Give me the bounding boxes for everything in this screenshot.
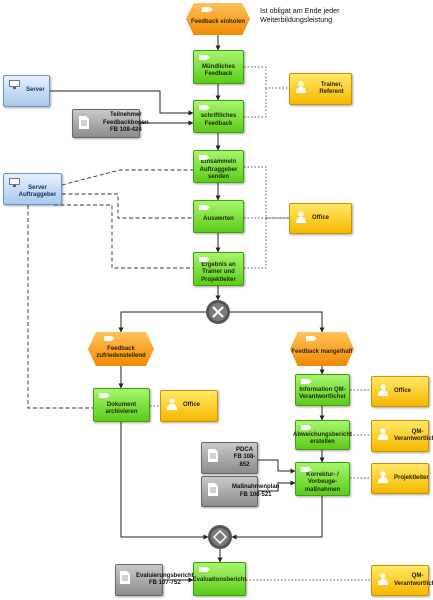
function-label: Evaluationsbericht: [192, 577, 247, 584]
flow-xor-to-poor: [230, 311, 325, 333]
person-icon: [378, 428, 388, 440]
document-icon: [208, 483, 218, 496]
event-label: Feedback zufriedenstellend: [96, 345, 146, 360]
function-label: Einsammeln Auftraggeber senden: [199, 159, 238, 181]
role-label: Office: [312, 214, 330, 221]
role-qm-verantwortlicher-1[interactable]: QM-Verantwortlicher: [371, 420, 433, 452]
monitor-icon: [9, 178, 20, 187]
function-icon: [199, 256, 210, 263]
function-einsammeln[interactable]: Einsammeln Auftraggeber senden: [193, 150, 244, 183]
function-icon: [301, 466, 312, 473]
function-icon: [199, 104, 210, 111]
function-label: Information QM-Verantwortlicher: [298, 386, 346, 401]
document-label: Maßnahmenplan FB 108-521: [232, 484, 280, 498]
xor-split-connector: [206, 300, 230, 324]
document-label: Evaluierungsbericht FB 107-752: [136, 572, 194, 587]
event-label: Feedback mangelhaft: [291, 349, 353, 356]
link-serverclient-result: [54, 204, 193, 269]
function-schriftliches-feedback[interactable]: schriftliches Feedback: [193, 100, 244, 133]
event-feedback-mangelhaft[interactable]: Feedback mangelhaft: [290, 332, 354, 366]
document-icon: [208, 449, 218, 462]
role-trainer-referent[interactable]: Trainer, Referent: [289, 73, 352, 105]
function-muendliches-feedback[interactable]: Mündliches Feedback: [193, 50, 244, 84]
document-evaluierungsbericht[interactable]: Evaluierungsbericht FB 107-752: [115, 564, 194, 596]
annotation-note: Ist obligat am Ende jeder Weiterbildungs…: [260, 6, 340, 25]
event-feedback-zufriedenstellend[interactable]: Feedback zufriedenstellend: [88, 332, 154, 366]
document-icon: [79, 116, 89, 129]
flow-xor-to-satisfied: [118, 311, 206, 333]
role-qm-verantwortlicher-2[interactable]: QM-Verantwortlicher: [371, 565, 433, 596]
role-office-3[interactable]: Office: [371, 376, 429, 407]
function-icon: [199, 204, 210, 211]
function-icon: [199, 154, 210, 161]
person-icon: [378, 384, 388, 396]
function-label: Abweichungsbericht erstellen: [293, 431, 353, 446]
system-label: Server: [26, 87, 45, 94]
document-teilnehmer-feedbackbogen[interactable]: Teilnehmer Feedbackbogen FB 108-424: [72, 109, 149, 138]
role-label: Projektleiter: [394, 474, 429, 481]
role-projektleiter[interactable]: Projektleiter: [371, 463, 429, 494]
event-icon: [104, 335, 115, 342]
event-label: Feedback einholen: [190, 19, 245, 26]
function-information-qm[interactable]: Information QM-Verantwortlicher: [295, 374, 350, 406]
function-label: Mündliches Feedback: [201, 63, 235, 78]
function-icon: [99, 392, 110, 399]
function-abweichungsbericht[interactable]: Abweichungsbericht erstellen: [293, 420, 353, 450]
document-label: PDCA FB 108-852: [233, 446, 256, 468]
function-evaluationsbericht[interactable]: Evaluationsbericht: [193, 562, 246, 596]
document-icon: [120, 571, 130, 584]
role-label: Office: [394, 387, 412, 394]
system-server[interactable]: Server: [3, 75, 50, 107]
role-label: QM-Verantwortlicher: [394, 573, 433, 587]
document-label: Teilnehmer Feedbackbogen FB 108-424: [103, 112, 149, 134]
flow-corrective-to-join: [231, 496, 323, 540]
document-pdca[interactable]: PDCA FB 108-852: [201, 442, 258, 474]
function-label: schriftliches Feedback: [200, 113, 237, 127]
system-server-auftraggeber[interactable]: Server Auftraggeber: [3, 173, 62, 205]
function-dokument-archivieren[interactable]: Dokument archivieren: [93, 388, 150, 422]
annotation-line-2: Weiterbildungsleistung: [260, 15, 333, 25]
role-link-oral: [244, 66, 289, 89]
flow-measures-to-corrective: [258, 480, 296, 492]
or-join-connector: [208, 525, 232, 549]
role-link-result: [244, 218, 267, 269]
role-label: Trainer, Referent: [319, 81, 344, 96]
event-feedback-einholen[interactable]: Feedback einholen: [186, 3, 250, 35]
function-icon: [199, 54, 210, 61]
document-massnahmenplan[interactable]: Maßnahmenplan FB 108-521: [201, 476, 279, 507]
link-serverclient-evaluate: [62, 193, 193, 219]
function-ergebnis[interactable]: Ergebnis an Trainer und Projektleiter: [193, 252, 244, 286]
flow-pdca-to-corrective: [258, 459, 296, 474]
flow-server-to-written: [50, 90, 194, 116]
role-office-1[interactable]: Office: [289, 203, 352, 234]
role-label: QM-Verantwortlicher: [394, 428, 433, 443]
function-label: Dokument archivieren: [105, 401, 138, 416]
annotation-line-1: Ist obligat am Ende jeder: [260, 6, 340, 15]
function-label: Korrektur- / Vorbeuge-maßnahmen: [304, 471, 341, 493]
function-icon: [199, 566, 210, 573]
role-link-collect: [244, 166, 289, 219]
person-icon: [378, 573, 388, 585]
link-serverclient-collect: [61, 169, 193, 186]
monitor-icon: [9, 80, 20, 89]
person-icon: [378, 471, 388, 483]
function-icon: [301, 424, 312, 431]
role-link-written: [244, 88, 267, 118]
function-label: Ergebnis an Trainer und Projektleiter: [201, 261, 236, 283]
person-icon: [296, 211, 306, 223]
system-label: Server Auftraggeber: [18, 184, 57, 199]
flow-archive-to-join: [120, 422, 209, 540]
person-icon: [167, 398, 177, 410]
person-icon: [296, 81, 306, 93]
event-icon: [306, 335, 317, 342]
link-serverclient-archive: [27, 205, 93, 409]
function-label: Auswerten: [203, 215, 234, 222]
role-label: Office: [183, 402, 201, 409]
function-korrekturmassnahmen[interactable]: Korrektur- / Vorbeuge-maßnahmen: [295, 462, 350, 496]
role-office-2[interactable]: Office: [160, 390, 218, 422]
function-icon: [301, 378, 312, 385]
function-auswerten[interactable]: Auswerten: [193, 200, 244, 233]
event-icon: [202, 6, 213, 13]
